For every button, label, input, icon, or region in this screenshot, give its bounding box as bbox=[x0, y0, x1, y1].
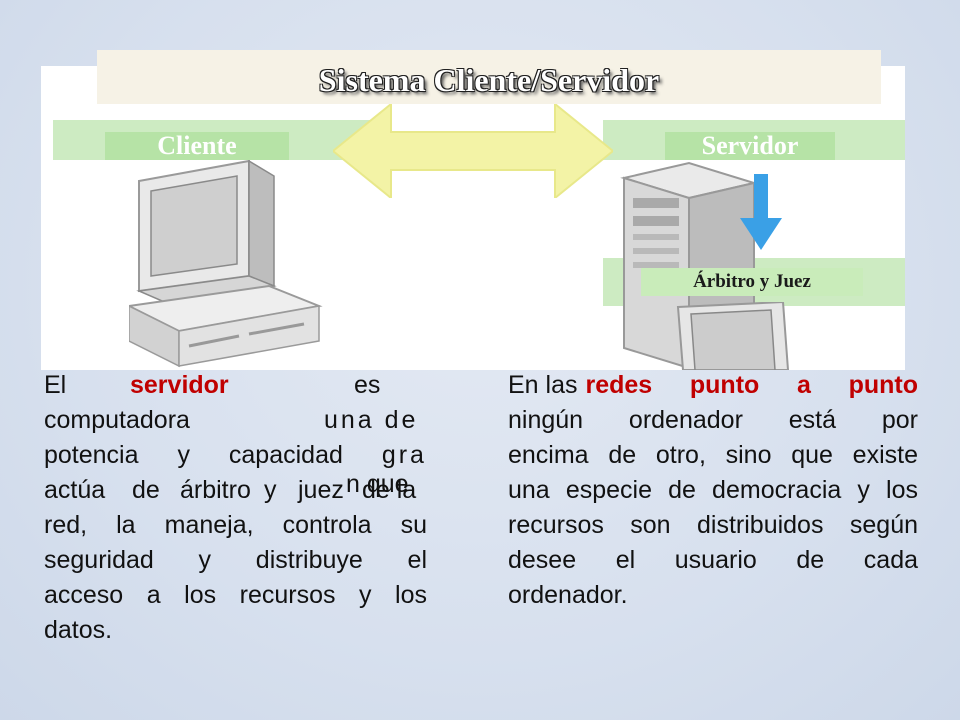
right-line-2: ningún ordenador está por bbox=[508, 403, 918, 438]
word: es bbox=[354, 371, 381, 399]
left-line-7: acceso a los recursos y los bbox=[44, 578, 427, 613]
peer-to-peer-description: En las redes punto a punto ningún ordena… bbox=[508, 368, 918, 613]
line-text: encima de otro, sino que existe bbox=[508, 441, 918, 469]
left-line-5: red, la maneja, controla su bbox=[44, 508, 427, 543]
server-label: Servidor bbox=[665, 132, 835, 160]
down-arrow-icon bbox=[740, 174, 782, 250]
right-line-1: En las redes punto a punto bbox=[508, 368, 918, 403]
word: El bbox=[44, 371, 67, 399]
word: de bbox=[132, 476, 160, 504]
word: actúa bbox=[44, 476, 106, 504]
word: En las bbox=[508, 371, 578, 399]
left-line-2: computadora una de bbox=[44, 403, 427, 438]
word: computadora bbox=[44, 406, 190, 434]
word: juez bbox=[298, 476, 344, 504]
server-description: El servidor es computadora una de potenc… bbox=[44, 368, 427, 648]
line-text: una especie de democracia y los bbox=[508, 476, 918, 504]
left-line-3: potencia y capacidad gra bbox=[44, 438, 427, 473]
right-line-7: ordenador. bbox=[508, 581, 628, 609]
diagram-title: Sistema Cliente/Servidor bbox=[318, 62, 660, 98]
line-text: ningún ordenador está por bbox=[508, 406, 918, 434]
emphasis-servidor: servidor bbox=[130, 371, 229, 399]
double-arrow-icon bbox=[333, 104, 613, 198]
title-bar: Sistema Cliente/Servidor bbox=[97, 50, 881, 104]
emphasis-redes-punto-a-punto: redes punto a punto bbox=[585, 371, 918, 399]
line-text: acceso a los recursos y los bbox=[44, 581, 427, 609]
word: de la bbox=[362, 476, 417, 504]
word: y bbox=[264, 476, 277, 504]
word: árbitro bbox=[180, 476, 251, 504]
right-line-4: una especie de democracia y los bbox=[508, 473, 918, 508]
arbitro-label: Árbitro y Juez bbox=[641, 268, 863, 296]
right-line-3: encima de otro, sino que existe bbox=[508, 438, 918, 473]
word: gra bbox=[381, 441, 427, 469]
client-label: Cliente bbox=[105, 132, 289, 160]
word: y bbox=[177, 441, 190, 469]
word: potencia bbox=[44, 441, 139, 469]
line-text: red, la maneja, controla su bbox=[44, 511, 427, 539]
left-line-1: El servidor es bbox=[44, 368, 427, 403]
right-line-5: recursos son distribuidos según bbox=[508, 508, 918, 543]
line-text: seguridad y distribuye el bbox=[44, 546, 427, 574]
word: una de bbox=[324, 406, 419, 434]
left-line-4: actúa de árbitro y juez de la n que bbox=[44, 470, 427, 508]
line-text: desee el usuario de cada bbox=[508, 546, 918, 574]
left-line-6: seguridad y distribuye el bbox=[44, 543, 427, 578]
right-line-6: desee el usuario de cada bbox=[508, 543, 918, 578]
overlapping-text: n que bbox=[346, 470, 409, 498]
monitor-icon bbox=[676, 302, 790, 370]
left-line-8: datos. bbox=[44, 616, 113, 644]
word: capacidad bbox=[228, 441, 343, 469]
client-computer-icon bbox=[129, 159, 323, 368]
diagram-panel: Cliente Servidor Árbitro y Juez bbox=[41, 66, 905, 370]
line-text: recursos son distribuidos según bbox=[508, 511, 918, 539]
